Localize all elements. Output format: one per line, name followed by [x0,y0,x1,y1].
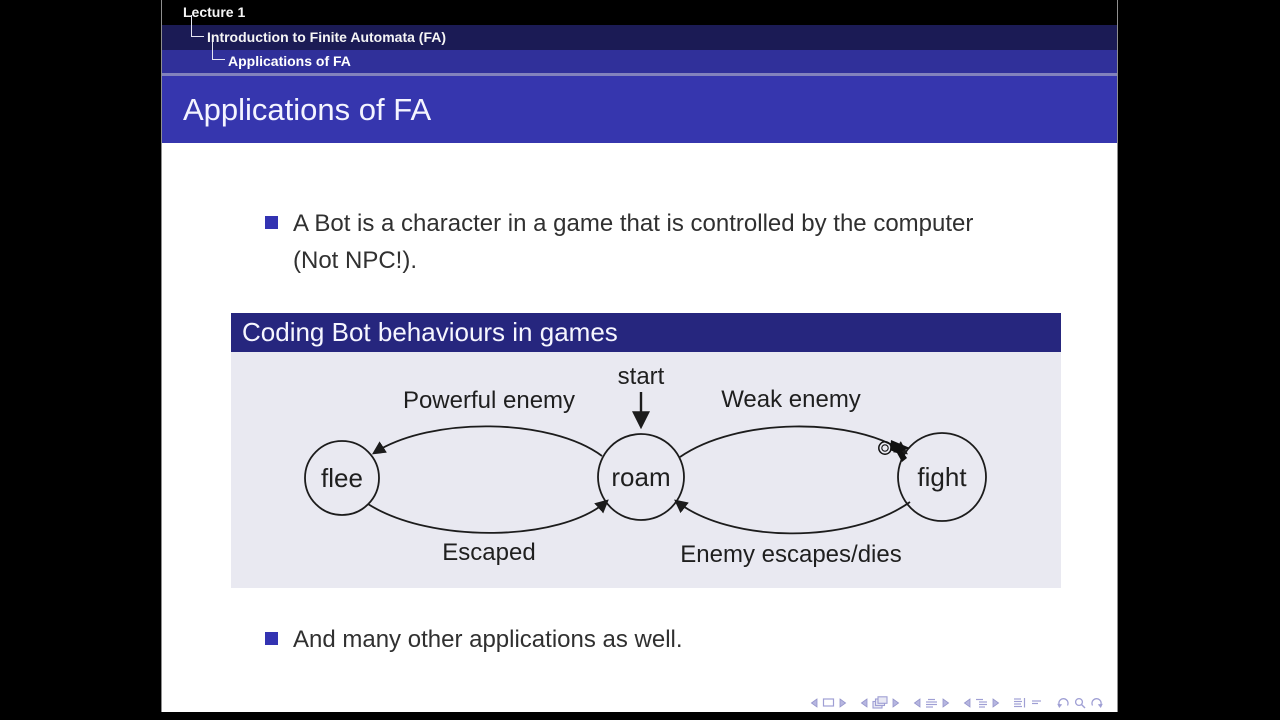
lecture-title: Lecture 1 [183,4,246,20]
state-circle-fight [897,432,987,522]
headline-section-bar: Introduction to Finite Automata (FA) [162,25,1117,50]
bullet-text: And many other applications as well. [293,626,683,653]
slide-icon[interactable] [822,697,835,708]
bullet-square-icon [265,632,278,645]
headline-lecture-bar: Lecture 1 [162,0,1117,25]
next-slide-icon[interactable] [839,697,847,708]
state-circle-flee [304,440,380,516]
state-diagram-canvas: start flee roam fight Powerful enemy [231,352,1061,588]
state-label-flee: flee [321,463,363,493]
transition-label-weak-enemy: Weak enemy [721,386,861,413]
example-block: Coding Bot behaviours in games start [231,313,1061,588]
transition-roam-to-fight [679,425,908,458]
appendix-icon[interactable] [1031,697,1043,708]
back-icon[interactable] [1056,697,1070,709]
bullet-item: And many other applications as well. [265,621,993,658]
section-title[interactable]: Introduction to Finite Automata (FA) [207,29,447,45]
next-subsection-icon[interactable] [992,697,1000,708]
finite-automaton-diagram: start flee roam fight Powerful enemy [304,363,987,568]
transition-fight-to-roam [674,499,911,535]
state-label-fight: fight [917,462,967,492]
last-frame-icon[interactable] [1013,697,1027,708]
transition-roam-to-flee [371,425,603,457]
page-title: Applications of FA [183,92,432,127]
start-label: start [618,363,665,390]
section-icon[interactable] [925,698,938,708]
presentation-slide: Lecture 1 Introduction to Finite Automat… [161,0,1118,712]
prev-section-icon[interactable] [913,697,921,708]
headline-subsection-bar: Applications of FA [162,50,1117,73]
tree-branch-icon [212,42,225,60]
prev-subsection-icon[interactable] [963,697,971,708]
search-icon[interactable] [1074,697,1086,709]
bullet-square-icon [265,216,278,229]
beamer-navigation-bar [810,696,1104,709]
next-frame-icon[interactable] [892,697,900,708]
block-title: Coding Bot behaviours in games [231,313,1061,352]
frame-icon[interactable] [872,696,888,709]
tree-branch-icon [191,15,204,37]
subsection-icon[interactable] [975,698,988,708]
state-circle-roam [597,433,685,521]
forward-icon[interactable] [1090,697,1104,709]
frame-title-bar: Applications of FA [162,76,1117,143]
headline-separator [162,73,1117,76]
next-section-icon[interactable] [942,697,950,708]
prev-frame-icon[interactable] [860,697,868,708]
transition-label-escaped: Escaped [442,539,535,566]
bullet-item: A Bot is a character in a game that is c… [265,205,993,279]
transition-label-powerful-enemy: Powerful enemy [403,387,575,414]
mouse-cursor-icon [878,440,910,462]
subsection-title[interactable]: Applications of FA [228,53,351,69]
prev-slide-icon[interactable] [810,697,818,708]
transition-label-enemy-escapes-dies: Enemy escapes/dies [680,541,901,568]
bullet-text: A Bot is a character in a game that is c… [293,210,974,274]
state-label-roam: roam [611,462,670,492]
transition-flee-to-roam [367,499,609,534]
